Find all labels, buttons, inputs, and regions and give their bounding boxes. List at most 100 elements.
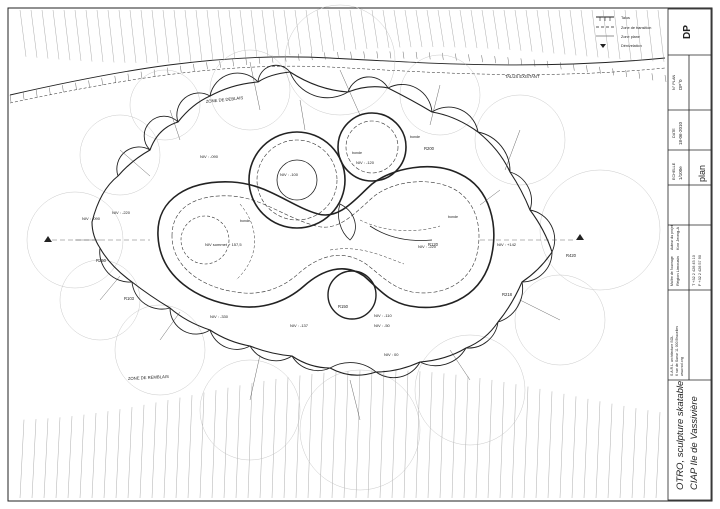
upper-hatching bbox=[19, 9, 665, 64]
bank-tick bbox=[337, 51, 339, 60]
drain-label: bonde bbox=[352, 151, 362, 155]
level-label: NIV : 00 bbox=[384, 352, 399, 357]
hatch-line bbox=[63, 9, 71, 61]
radius-label: R200 bbox=[424, 146, 435, 151]
architect: S.A.R.L. architecture SOL bbox=[670, 336, 674, 376]
web: www.sol.org bbox=[680, 357, 684, 376]
hatch-line bbox=[492, 9, 500, 50]
hatch-line bbox=[367, 370, 373, 499]
hatch-line bbox=[228, 9, 236, 60]
radius-label: R120 bbox=[428, 242, 439, 247]
bank-tick bbox=[245, 57, 247, 65]
radius-line bbox=[299, 99, 306, 131]
bank-tick bbox=[88, 80, 90, 88]
hatch-line bbox=[259, 380, 265, 499]
radius-label: R150 bbox=[338, 304, 349, 309]
hatch-line bbox=[327, 9, 335, 52]
hatch-line bbox=[451, 374, 457, 499]
bank-tick bbox=[140, 71, 143, 79]
radius-labels: R420 R250 R120 R200 R150 R103 R218 bbox=[96, 146, 577, 309]
bank-tick bbox=[350, 51, 352, 59]
hatch-line bbox=[571, 396, 577, 499]
hatch-line bbox=[151, 9, 159, 63]
hatch-line bbox=[487, 379, 493, 499]
level-label: NIV : -220 bbox=[418, 244, 437, 249]
hatch-line bbox=[261, 9, 269, 57]
hatch-line bbox=[523, 386, 529, 499]
hatch-line bbox=[140, 9, 148, 64]
hatch-line bbox=[437, 9, 445, 48]
bank-tick bbox=[9, 94, 12, 103]
scale-label: ECHELLE bbox=[672, 162, 676, 180]
round-pool-large bbox=[248, 131, 346, 229]
hatch-line bbox=[403, 370, 409, 499]
fax: F +32 2 426 57 90 bbox=[698, 255, 702, 286]
legend: Talus Zone de transition Zone plane Déni… bbox=[596, 16, 651, 48]
round-pool-small-inner bbox=[345, 120, 399, 174]
client-value: Région Limousin bbox=[675, 256, 680, 286]
bank-tick bbox=[599, 66, 601, 74]
hatch-line bbox=[393, 9, 401, 48]
bank-tick bbox=[533, 59, 536, 67]
legend-talus: Talus bbox=[621, 16, 630, 20]
hatch-line bbox=[115, 409, 121, 499]
radius-line bbox=[249, 61, 261, 111]
hatch-line bbox=[655, 412, 661, 499]
hatch-line bbox=[595, 401, 601, 499]
round-pool-large-inner bbox=[256, 139, 338, 221]
hatch-line bbox=[283, 377, 289, 499]
hatch-line bbox=[294, 9, 302, 54]
hatch-line bbox=[470, 9, 478, 49]
bank-tick bbox=[429, 52, 431, 60]
client-label: Maître de l'ouvrage bbox=[670, 256, 674, 286]
hatch-line bbox=[199, 392, 205, 499]
level-label: NIV : -090 bbox=[200, 154, 219, 159]
radius-line bbox=[339, 69, 361, 116]
hatch-line bbox=[283, 9, 291, 55]
hatch-line bbox=[272, 9, 280, 56]
level-label: NIV : -100 bbox=[280, 172, 299, 177]
level-label: NIV : -090 bbox=[82, 216, 101, 221]
sheet-frame bbox=[7, 7, 713, 502]
hatch-line bbox=[547, 9, 555, 54]
level-label: NIV : -110 bbox=[374, 313, 392, 318]
level-label: NIV : -220 bbox=[112, 210, 131, 215]
radius-lines bbox=[75, 61, 561, 421]
hatch-line bbox=[162, 9, 170, 63]
hatch-line bbox=[239, 9, 247, 59]
hatch-line bbox=[503, 9, 511, 50]
hatch-line bbox=[223, 387, 229, 499]
hatch-line bbox=[103, 411, 109, 499]
hatch-line bbox=[163, 400, 169, 499]
hatch-line bbox=[547, 391, 553, 499]
hatch-line bbox=[96, 9, 104, 63]
bank-tick bbox=[442, 52, 444, 60]
hatch-line bbox=[591, 9, 599, 58]
bank-tick bbox=[153, 69, 156, 77]
hatch-line bbox=[613, 9, 621, 60]
scale-value: 1/100e bbox=[678, 166, 683, 180]
bank-tick bbox=[311, 53, 313, 61]
hatch-line bbox=[624, 9, 632, 60]
hatch-line bbox=[31, 419, 37, 499]
legend-denivelation: Dénivelation bbox=[621, 44, 642, 48]
bank-tick bbox=[363, 51, 365, 59]
hatch-line bbox=[349, 9, 357, 50]
hatch-line bbox=[360, 9, 368, 49]
round-pool-small bbox=[337, 112, 407, 182]
legend-zone-plane: Zone plane bbox=[621, 35, 640, 39]
bank-tick bbox=[389, 51, 392, 59]
hatch-line bbox=[657, 9, 665, 62]
hatch-line bbox=[107, 9, 115, 63]
level-label: NIV : -50 bbox=[374, 323, 391, 328]
bank-tick bbox=[75, 82, 77, 90]
hatch-line bbox=[173, 9, 181, 63]
title-block bbox=[667, 8, 712, 501]
bank-tick bbox=[376, 51, 378, 59]
hatch-line bbox=[19, 419, 25, 499]
bank-tick bbox=[298, 53, 300, 61]
level-label: NIV sommet + 157,5 bbox=[205, 242, 242, 247]
bank-tick bbox=[180, 65, 182, 73]
hatch-line bbox=[247, 383, 253, 499]
hatch-line bbox=[602, 9, 610, 59]
